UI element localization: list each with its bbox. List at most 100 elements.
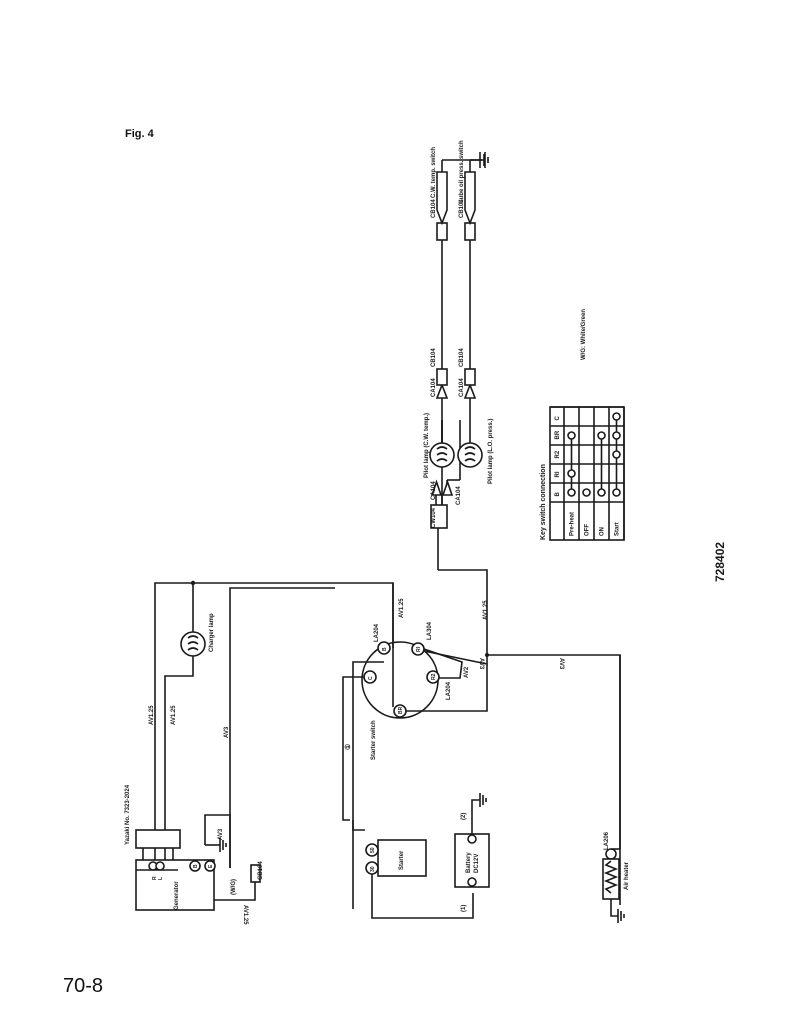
ca104-label: CA104	[456, 486, 462, 505]
cb104-connector	[464, 222, 476, 241]
wire-label-av125: AV1.25	[483, 600, 489, 620]
wire-label-wg: (W/G)	[231, 879, 237, 895]
table-column-header: B	[555, 492, 561, 497]
wire-av3	[229, 587, 335, 868]
starter-switch	[342, 583, 488, 909]
table-row-label: OFF	[585, 524, 591, 536]
wire-av3-heater	[487, 654, 621, 905]
page-number: 70-8	[63, 975, 104, 997]
pilot-lamp-cw-label: Pilot lamp (C.W. temp.)	[424, 413, 430, 478]
connection-dot	[567, 431, 576, 440]
drawing-number: 728402	[713, 542, 727, 582]
cw104-connector	[430, 504, 448, 529]
wire-label-av3: AV3	[224, 726, 230, 738]
table-frame	[549, 406, 625, 541]
terminal-b: B	[382, 647, 388, 651]
air-heater-label: Air heater	[624, 861, 630, 890]
cable-2: (2)	[461, 813, 467, 820]
ground-icon	[617, 909, 625, 923]
la206-label: LA206	[604, 831, 610, 850]
ca104-label: CA104	[459, 378, 465, 397]
cb104-connector	[436, 222, 448, 241]
cb104-label: CB104	[258, 861, 264, 880]
lube-oil-switch-label: Lube oil press. switch	[459, 140, 465, 203]
charger-lamp-label: Charger lamp	[209, 613, 215, 652]
starter-switch-label: Starter switch	[371, 720, 377, 760]
ca104-arrow-connectors	[430, 479, 454, 496]
battery-label: Battery	[466, 852, 472, 873]
wire-av125	[438, 569, 488, 655]
cable-1: ①	[344, 744, 352, 750]
table-row-label: ON	[600, 527, 606, 536]
wire-av3-gen	[204, 814, 231, 868]
cw-temp-switch-label: C.W. temp. switch	[431, 147, 437, 198]
connection-dot	[567, 469, 576, 478]
connection-dot	[612, 412, 621, 421]
lamp-icon	[180, 631, 206, 657]
connection-dot	[612, 450, 621, 459]
table-column-header: R2	[555, 450, 561, 458]
wire-av125-charger	[164, 583, 194, 868]
cb104-label: CB104	[459, 348, 465, 367]
wire-label-av125-wg: AV1.25	[242, 905, 248, 925]
la204-label: LA204	[446, 681, 452, 700]
cb104-connector	[436, 368, 448, 386]
connection-dot	[612, 488, 621, 497]
connection-dot	[582, 488, 591, 497]
wire-label-av2: AV2	[464, 666, 470, 678]
charger-lamp	[180, 631, 206, 657]
generator	[135, 829, 261, 911]
battery-rating: DC12V	[474, 854, 480, 873]
table-column-header: C	[555, 416, 561, 421]
connection-dot	[612, 431, 621, 440]
air-heater	[602, 848, 620, 917]
cw104-label: CW104	[431, 507, 437, 528]
starter-terminal-50: 50	[370, 847, 376, 853]
cb104-label: CB104	[431, 348, 437, 367]
legend-wg: W/G: White/Green	[581, 309, 587, 360]
starter-label: Starter	[399, 850, 405, 870]
wire-label-av125: AV1.25	[171, 705, 177, 725]
connection-dot	[597, 431, 606, 440]
gen-terminal-e: E	[208, 864, 214, 868]
wire-label-av3: AV3	[218, 828, 224, 840]
wire-label-av3: AV3	[478, 658, 484, 670]
cb104-label: CB104	[459, 199, 465, 218]
yazaki-part-no: Yazaki No. 7323-2024	[125, 784, 131, 845]
gen-terminal-l: L	[158, 877, 164, 880]
terminal-br: BR	[398, 706, 404, 714]
cb104-label: CB104	[431, 199, 437, 218]
la304-label: LA304	[427, 621, 433, 640]
table-row-label: Start	[615, 522, 621, 536]
table-row-label: Pre-heat	[570, 512, 576, 536]
connection-dot	[597, 488, 606, 497]
key-switch-table-title: Key switch connection	[540, 464, 547, 540]
ground-icon	[205, 838, 227, 852]
gen-terminal-r: R	[152, 876, 158, 880]
ground-icon	[479, 793, 487, 807]
terminal-ri: RI	[416, 646, 422, 652]
la204-label: LA204	[374, 623, 380, 642]
starter	[365, 839, 474, 919]
figure-label: Fig. 4	[125, 128, 154, 140]
table-column-header: RI	[555, 471, 561, 477]
wire-label-av125: AV1.25	[399, 598, 405, 618]
connection-dot	[567, 488, 576, 497]
pilot-lamp-cw	[429, 159, 480, 468]
ca104-label: CA104	[431, 481, 437, 500]
wire-av125-b	[154, 582, 394, 868]
wire-label-av3: AV3	[558, 658, 564, 670]
terminal-c: C	[368, 676, 374, 680]
wire-label-av125: AV1.25	[149, 705, 155, 725]
terminal-r2: R2	[431, 673, 437, 680]
table-column-header: BR	[555, 430, 561, 439]
starter-terminal-30: 30	[370, 866, 376, 872]
pilot-lamp-lo	[457, 159, 485, 468]
gen-terminal-b: B	[193, 864, 199, 868]
generator-label: Generator	[174, 881, 180, 910]
cb104-connector	[464, 368, 476, 386]
pilot-lamp-lo-label: Pilot lamp (L.O. press.)	[488, 419, 494, 484]
cable-1b: (1)	[461, 905, 467, 912]
ca104-label: CA104	[431, 378, 437, 397]
